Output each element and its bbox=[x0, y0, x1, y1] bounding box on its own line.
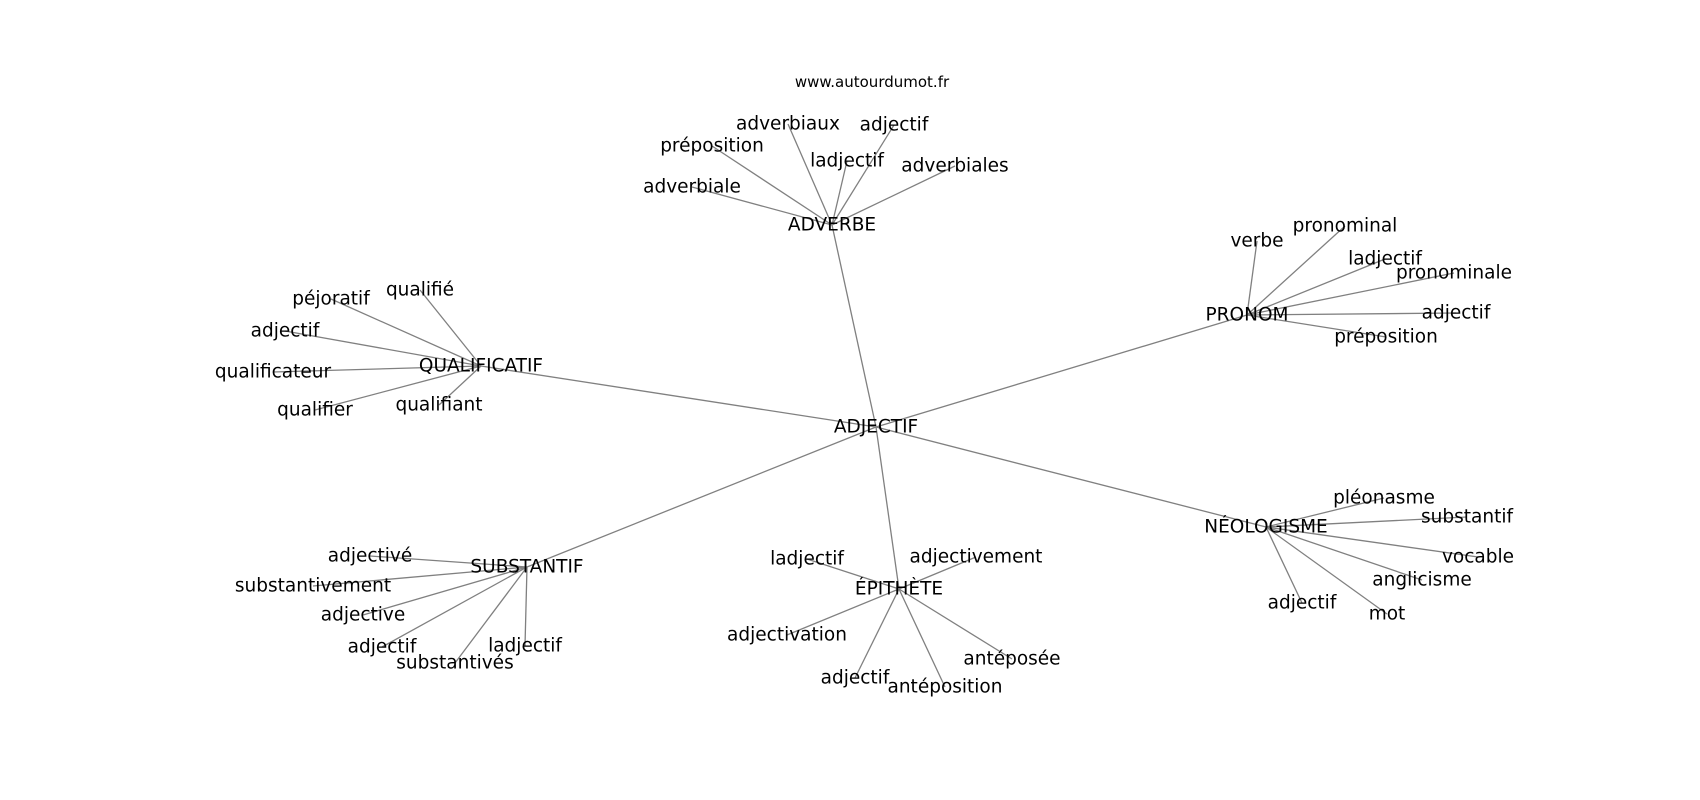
edge-hub-leaf bbox=[898, 588, 1013, 660]
center-node-label: ADJECTIF bbox=[834, 417, 918, 438]
edge-center-hub bbox=[875, 426, 900, 590]
leaf-node-label: préposition bbox=[1334, 327, 1438, 348]
leaf-node-label: pronominal bbox=[1293, 216, 1398, 237]
leaf-node-label: antéposition bbox=[888, 677, 1003, 698]
leaf-node-label: péjoratif bbox=[292, 289, 370, 310]
edge-hub-leaf bbox=[1265, 516, 1468, 528]
edge-hub-leaf bbox=[330, 298, 482, 367]
edge-center-hub bbox=[875, 314, 1248, 428]
edge-hub-leaf bbox=[381, 566, 528, 648]
leaf-node-label: qualifiant bbox=[395, 395, 482, 416]
edge-hub-leaf bbox=[711, 145, 833, 226]
hub-node-label: ADVERBE bbox=[788, 215, 876, 236]
leaf-node-label: adverbiale bbox=[643, 177, 741, 198]
leaf-node-label: ladjectif bbox=[770, 549, 844, 570]
edge-hub-leaf bbox=[1246, 272, 1455, 316]
site-url: www.autourdumot.fr bbox=[794, 73, 950, 91]
edge-hub-leaf bbox=[1246, 240, 1258, 316]
leaf-node-label: adjectif bbox=[821, 668, 890, 689]
leaf-node-label: pronominale bbox=[1396, 263, 1512, 284]
leaf-node-label: mot bbox=[1369, 604, 1406, 625]
graph-labels: ADJECTIF ADVERBE adverbiaux adjectif préposi… bbox=[215, 114, 1514, 698]
leaf-node-label: adjectif bbox=[1268, 593, 1337, 614]
edge-center-hub bbox=[526, 426, 877, 568]
edge-center-hub bbox=[875, 426, 1267, 528]
leaf-node-label: adjectivé bbox=[328, 546, 413, 567]
hub-node-label: QUALIFICATIF bbox=[419, 356, 543, 377]
edge-hub-leaf bbox=[312, 566, 528, 587]
edge-hub-leaf bbox=[1265, 526, 1423, 581]
edge-hub-leaf bbox=[898, 588, 946, 688]
edge-hub-leaf bbox=[691, 186, 833, 226]
edge-hub-leaf bbox=[419, 289, 482, 367]
edge-hub-leaf bbox=[831, 160, 848, 226]
edge-hub-leaf bbox=[1265, 497, 1385, 528]
leaf-node-label: pléonasme bbox=[1333, 488, 1435, 509]
edge-hub-leaf bbox=[362, 566, 528, 616]
leaf-node-label: substantivement bbox=[235, 576, 391, 597]
leaf-node-label: préposition bbox=[660, 136, 764, 157]
edge-hub-leaf bbox=[854, 588, 900, 679]
edge-hub-leaf bbox=[1265, 526, 1388, 615]
edge-hub-leaf bbox=[1265, 526, 1479, 558]
leaf-node-label: qualifier bbox=[277, 400, 353, 421]
leaf-node-label: adverbiales bbox=[901, 156, 1008, 177]
edge-hub-leaf bbox=[1246, 258, 1386, 316]
hub-node-label: NÉOLOGISME bbox=[1204, 516, 1327, 538]
edge-hub-leaf bbox=[314, 365, 482, 411]
leaf-node-label: adjectivation bbox=[727, 625, 847, 646]
edge-hub-leaf bbox=[1246, 312, 1457, 316]
edge-hub-leaf bbox=[1265, 526, 1303, 604]
edge-hub-leaf bbox=[831, 124, 895, 226]
leaf-node-label: substantif bbox=[1421, 507, 1513, 528]
leaf-node-label: qualificateur bbox=[215, 362, 332, 383]
leaf-node-label: adjectif bbox=[860, 115, 929, 136]
leaf-node-label: adjectif bbox=[251, 321, 320, 342]
leaf-node-label: antéposée bbox=[963, 649, 1060, 670]
edge-hub-leaf bbox=[284, 330, 482, 367]
leaf-node-label: qualifié bbox=[386, 280, 454, 301]
leaf-node-label: adjective bbox=[321, 605, 406, 626]
leaf-node-label: ladjectif bbox=[810, 151, 884, 172]
edge-hub-leaf bbox=[1246, 225, 1346, 316]
edge-hub-leaf bbox=[524, 566, 528, 647]
edge-hub-leaf bbox=[272, 365, 482, 373]
leaf-node-label: adjectivement bbox=[910, 547, 1043, 568]
edge-hub-leaf bbox=[438, 365, 482, 406]
leaf-node-label: verbe bbox=[1230, 231, 1283, 252]
hub-node-label: ÉPITHÈTE bbox=[855, 578, 943, 600]
leaf-node-label: anglicisme bbox=[1372, 570, 1471, 591]
graph-edges bbox=[272, 123, 1479, 688]
edge-hub-leaf bbox=[787, 123, 833, 226]
leaf-node-label: vocable bbox=[1442, 547, 1514, 568]
hub-node-label: SUBSTANTIF bbox=[470, 557, 583, 578]
edge-center-hub bbox=[831, 224, 877, 428]
leaf-node-label: ladjectif bbox=[1348, 249, 1422, 270]
edge-hub-leaf bbox=[806, 558, 900, 590]
leaf-node-label: substantivés bbox=[396, 653, 513, 674]
leaf-node-label: ladjectif bbox=[488, 636, 562, 657]
edge-hub-leaf bbox=[369, 555, 528, 568]
edge-hub-leaf bbox=[898, 556, 977, 590]
edge-center-hub bbox=[480, 365, 877, 428]
leaf-node-label: adverbiaux bbox=[736, 114, 840, 135]
leaf-node-label: adjectif bbox=[1422, 303, 1491, 324]
leaf-node-label: adjectif bbox=[348, 637, 417, 658]
edge-hub-leaf bbox=[1246, 314, 1387, 338]
edge-hub-leaf bbox=[786, 588, 900, 636]
hub-node-label: PRONOM bbox=[1206, 305, 1289, 326]
edge-hub-leaf bbox=[454, 566, 528, 664]
edge-hub-leaf bbox=[831, 165, 956, 226]
